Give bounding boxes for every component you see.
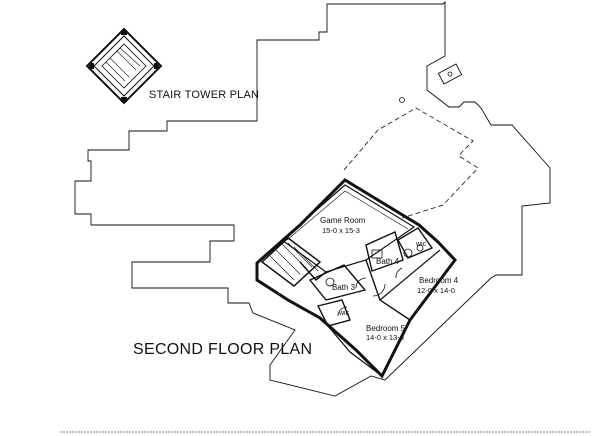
game-room-size: 15-0 x 15-3: [322, 226, 360, 235]
interior-walls: [260, 184, 441, 377]
bedroom-5-size: 14-0 x 13-0: [366, 333, 404, 342]
wic-upper-label: wic: [415, 241, 427, 248]
chimney: [437, 63, 463, 85]
stair-tower-plan: [85, 27, 163, 105]
open-to-below-outline: [343, 107, 479, 219]
bath-4-label: Bath 4: [376, 257, 400, 266]
bedroom-4-size: 12-0 x 14-0: [417, 286, 455, 295]
wic-lower-label: wic: [338, 310, 350, 317]
vent-circle: [399, 97, 405, 103]
stair-tower-label: STAIR TOWER PLAN: [149, 89, 259, 101]
game-room-label: Game Room: [320, 216, 366, 225]
bedroom-4-label: Bedroom 4: [419, 276, 459, 285]
bedroom-5-label: Bedroom 5: [366, 324, 406, 333]
fixtures: [325, 244, 424, 317]
bath-3-label: Bath 3: [332, 283, 356, 292]
roof-outline: [74, 0, 551, 397]
plan-title: SECOND FLOOR PLAN: [133, 341, 312, 358]
